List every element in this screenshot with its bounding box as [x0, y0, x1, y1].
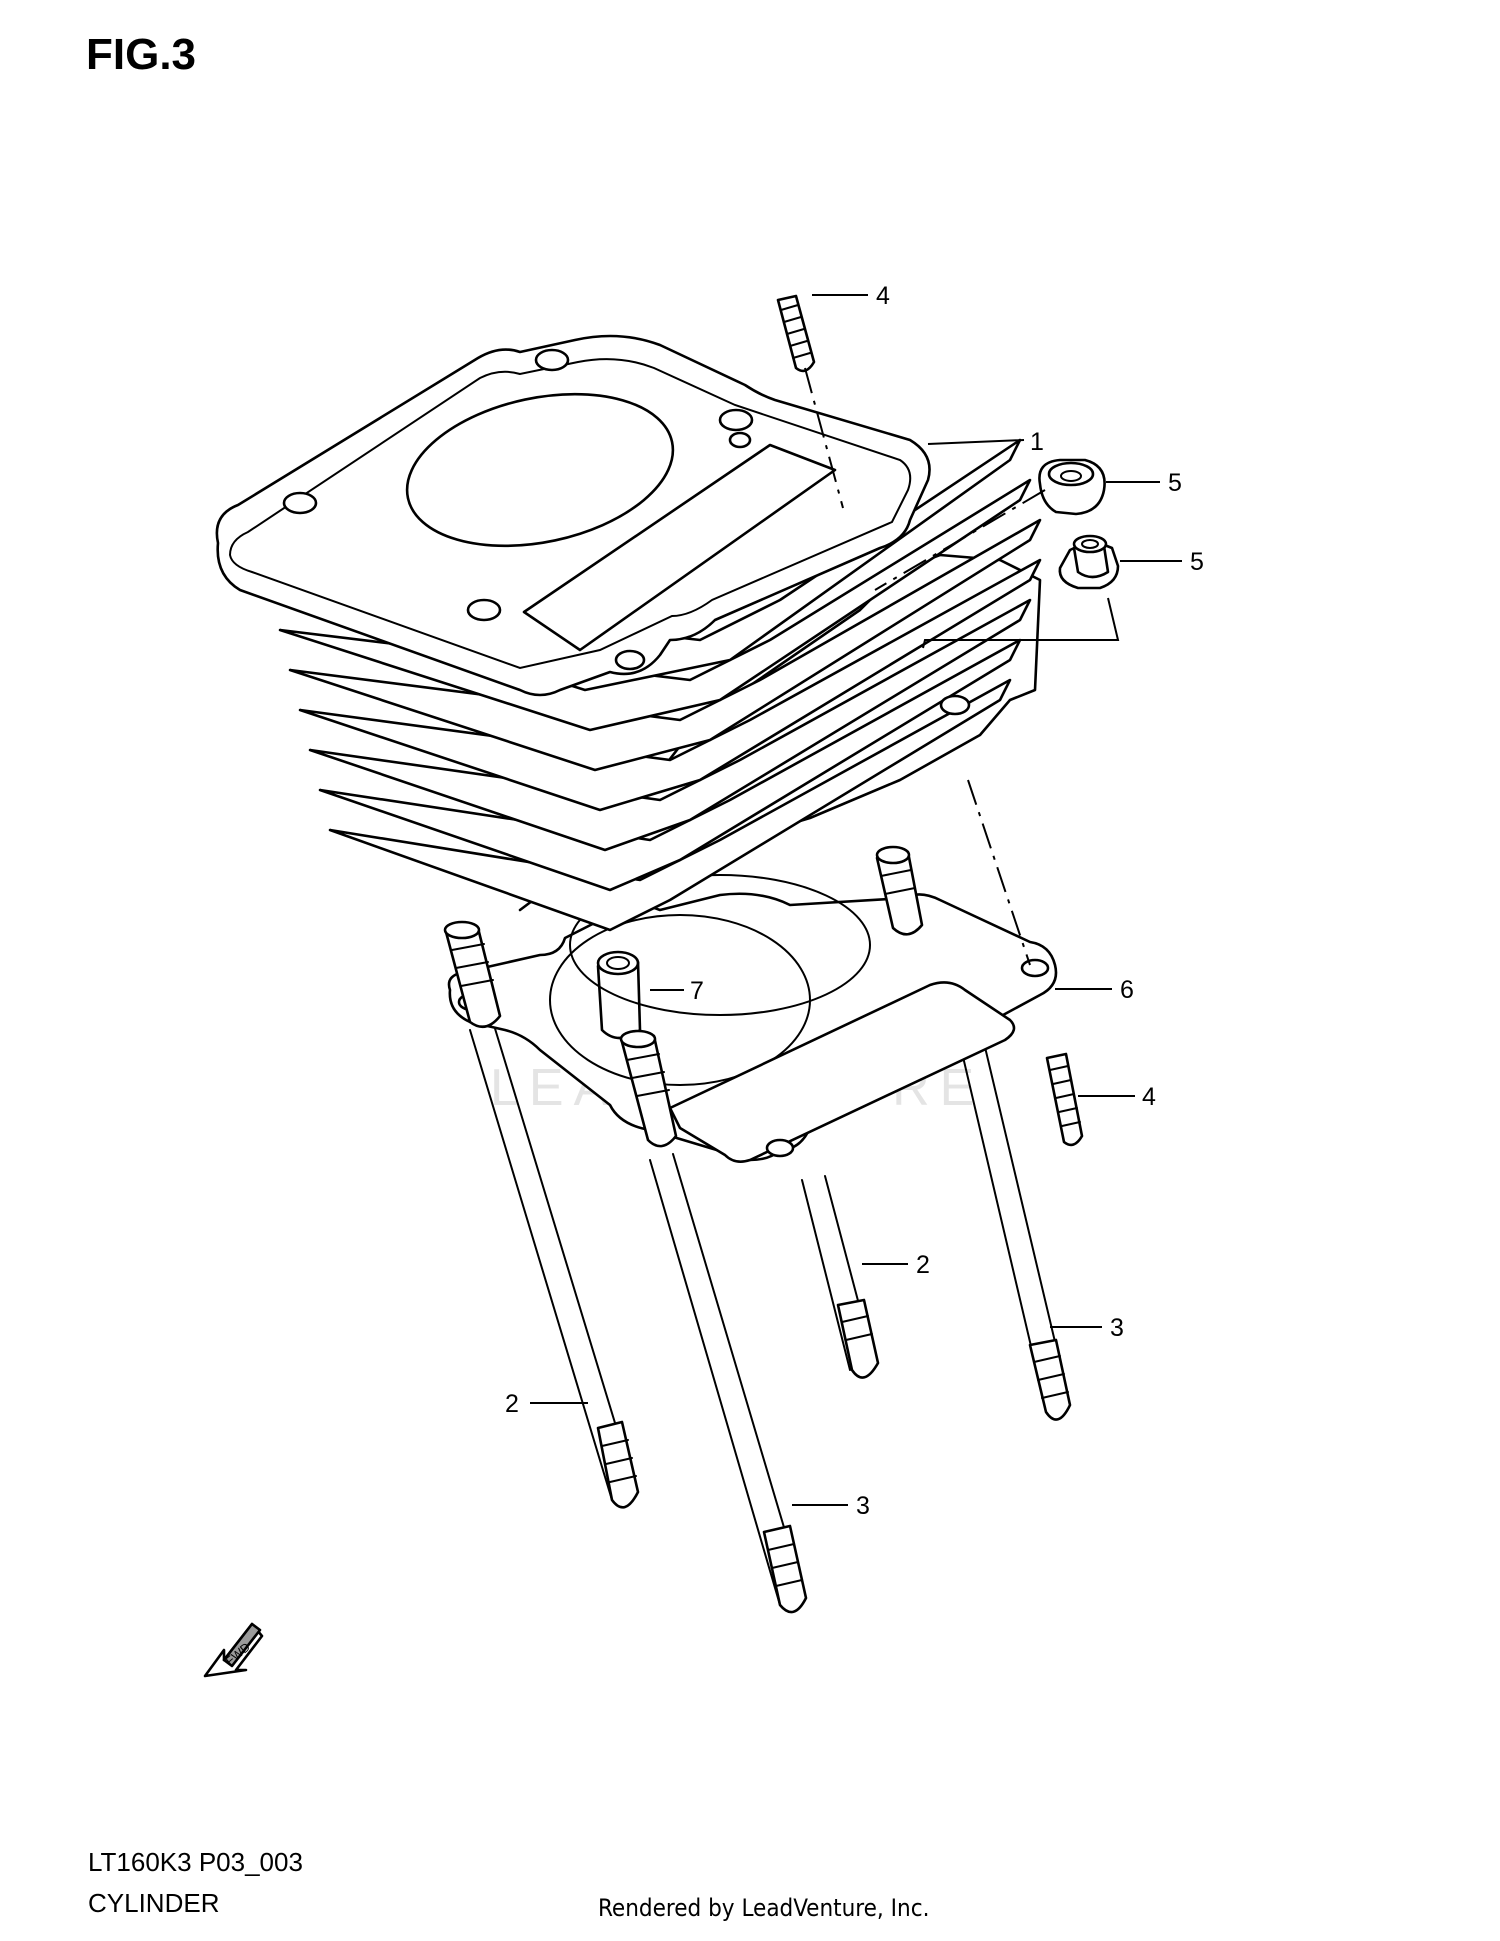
diagram-code: LT160K3 P03_003 [88, 1847, 303, 1877]
rendered-by-credit: Rendered by LeadVenture, Inc. [598, 1894, 930, 1922]
cylinder-nut-upper [1038, 458, 1106, 516]
callout-7-dowel: 7 [690, 977, 704, 1005]
callout-3-stud-right: 3 [1110, 1314, 1124, 1342]
dowel-pin [596, 950, 642, 1040]
callout-2-stud-right: 2 [916, 1251, 930, 1279]
stud-top-center [619, 1029, 678, 1148]
callout-3-stud-center: 3 [856, 1492, 870, 1520]
stud-top-left [443, 920, 502, 1029]
callout-5-nut-lower: 5 [1190, 548, 1204, 576]
callout-1-cylinder: 1 [1030, 428, 1044, 456]
callout-4-stud-top: 4 [876, 282, 890, 310]
stud-small-right [1045, 1052, 1084, 1147]
cylinder-base-gasket [447, 892, 1058, 1163]
callout-6-gasket: 6 [1120, 976, 1134, 1004]
stud-bolt-rear-right [951, 1004, 1072, 1421]
cylinder-nut-lower [1058, 534, 1120, 590]
diagram-name: CYLINDER [88, 1888, 220, 1918]
stud-bolt-front-center [649, 1153, 808, 1614]
stud-small-top [776, 294, 816, 373]
callout-5-nut-upper: 5 [1168, 469, 1182, 497]
cylinder-block [215, 334, 1042, 1016]
callout-2-stud-left: 2 [505, 1390, 519, 1418]
stud-top-right [875, 845, 924, 936]
stud-bolt-front-left [469, 1021, 640, 1509]
forward-direction-arrow: FWD [203, 1622, 264, 1678]
stud-bolt-rear-center [801, 1175, 880, 1379]
callout-4-stud-right: 4 [1142, 1083, 1156, 1111]
figure-title: FIG.3 [86, 30, 197, 79]
